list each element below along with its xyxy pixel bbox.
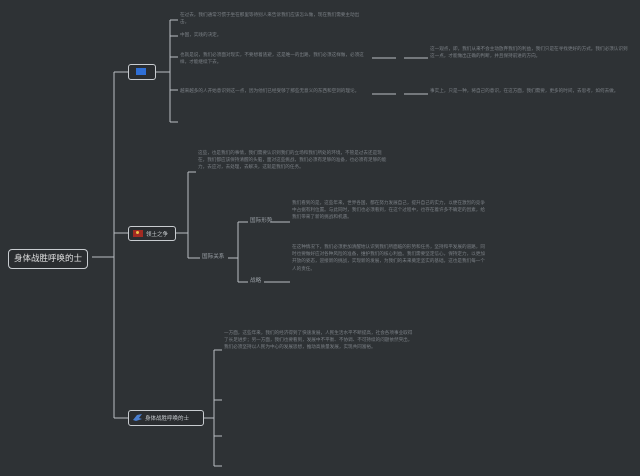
branch-1-note-1: 这一观点，即，我们从来不会主动放弃我们的利益，我们只是在寻找更好的方式。我们必须…	[430, 47, 628, 60]
branch-2-sub-1-label[interactable]: 国际形势	[250, 218, 273, 224]
branch-2-child-label[interactable]: 国际关系	[202, 254, 225, 260]
branch-node-2[interactable]: 领土之争	[128, 226, 176, 241]
branch-2-sub-2-label[interactable]: 战略	[250, 278, 262, 284]
branch-node-3[interactable]: 身体战胜呼唤的士	[128, 410, 204, 426]
flag-red-icon	[133, 230, 143, 237]
branch-1-leaf-4: 越来越多的人开始意识到这一点，因为他们已经受够了那些无意义的东西和空洞的理论。	[180, 89, 360, 94]
branch-1-leaf-2: 中国，实践的决定。	[180, 33, 222, 38]
branch-3-label: 身体战胜呼唤的士	[145, 416, 190, 422]
root-label: 身体战胜呼唤的士	[14, 254, 83, 264]
branch-3-text: 一方面，这些年来，我们的经济得到了快速发展，人民生活水平不断提高，社会各项事业取…	[224, 331, 413, 351]
branch-2-sub-1-text: 我们看到的是，这些年来，世界各国，都在努力发展自己，提升自己的实力，以便在激烈的…	[292, 201, 485, 221]
branch-node-1[interactable]	[128, 64, 156, 80]
branch-1-leaf-3: 也就是说，我们必须面对现实，不要想着逃避，这是唯一的出路，我们必须这样做，必须这…	[180, 53, 364, 66]
root-node[interactable]: 身体战胜呼唤的士	[8, 249, 89, 269]
branch-1-note-2: 事实上，只是一种，将自己的意识，在这方面，我们需要，更多的时间，去思考，如何去做…	[430, 89, 619, 94]
branch-2-sub-2-text: 在这种情况下，我们必须更加清醒地认识到我们所面临的形势和任务，坚持和平发展的道路…	[292, 245, 485, 272]
branch-2-label: 领土之争	[146, 232, 169, 238]
wing-icon	[133, 413, 142, 422]
flag-blue-icon	[135, 68, 146, 75]
branch-1-leaf-1: 在过去，我们通常习惯于坐在那里等待别人来告诉我们应该怎么做，现在我们需要主动出击…	[180, 13, 360, 26]
branch-2-intro: 这些，也是我们的事情，我们需要认识到我们的立场和我们所处的环境，不管是过去还是现…	[198, 151, 387, 171]
